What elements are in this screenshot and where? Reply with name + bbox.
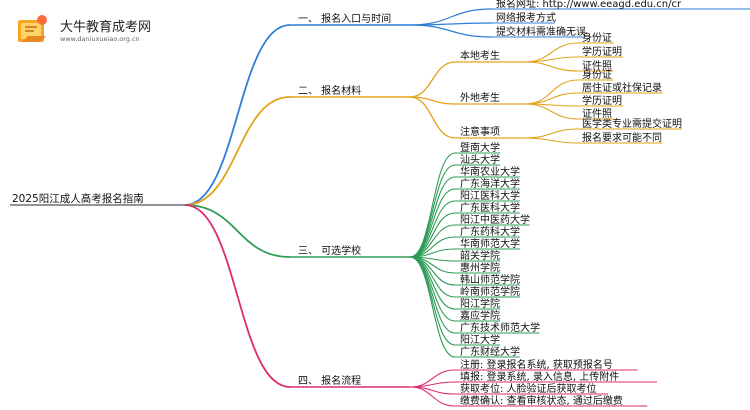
- branch-label: 四、 报名流程: [298, 374, 361, 387]
- leaf-label: 华南师范大学: [460, 237, 520, 250]
- leaf-link: [524, 92, 579, 105]
- leaf-link: [409, 256, 456, 358]
- branch-link: [184, 204, 291, 258]
- leaf-link: [409, 164, 456, 258]
- branch-label: 三、 可选学校: [298, 244, 361, 257]
- branch-label: 一、 报名入口与时间: [298, 12, 391, 25]
- leaf-label: 医学类专业需提交证明: [582, 117, 682, 130]
- leaf-label: 岭南师范学院: [460, 285, 520, 298]
- logo-name: 大牛教育成考网: [60, 20, 152, 35]
- leaf-label: 报名要求可能不同: [582, 131, 662, 144]
- leaf-label: 提交材料需准确无误: [496, 25, 586, 38]
- leaf-label: 缴费确认: 查看审核状态, 通过后缴费: [460, 394, 623, 407]
- branch-link: [184, 96, 291, 206]
- leaf-label: 注册: 登录报名系统, 获取预报名号: [460, 358, 613, 371]
- leaf-link: [524, 103, 579, 120]
- leaf-label: 惠州学院: [460, 261, 500, 274]
- sub-link: [409, 96, 456, 139]
- leaf-link: [524, 56, 579, 63]
- leaf-label: 学历证明: [582, 94, 622, 107]
- leaf-link: [409, 256, 456, 322]
- leaf-label: 广东财经大学: [460, 345, 520, 358]
- leaf-label: 证件照: [582, 108, 612, 120]
- book-logo-icon: [18, 15, 47, 42]
- sub-label: 注意事项: [460, 125, 500, 138]
- sub-link: [409, 61, 456, 98]
- leaf-link: [409, 212, 456, 258]
- leaf-label: 韶关学院: [460, 249, 500, 262]
- sub-label: 本地考生: [460, 49, 500, 62]
- leaf-label: 嘉应学院: [460, 309, 500, 322]
- leaf-label: 韩山师范学院: [460, 273, 520, 286]
- leaf-link: [409, 381, 456, 388]
- leaf-label: 暨南大学: [460, 141, 500, 154]
- leaf-label: 阳江大学: [460, 333, 500, 346]
- leaf-label: 广东技术师范大学: [460, 321, 540, 334]
- leaf-link: [409, 386, 456, 407]
- leaf-label: 获取考位: 人脸验证后获取考位: [460, 382, 597, 395]
- branch-label: 二、 报名材料: [298, 84, 361, 97]
- leaf-label: 学历证明: [582, 45, 622, 58]
- branch-link: [184, 204, 291, 388]
- leaf-label: 网络报考方式: [496, 11, 556, 24]
- leaf-label: 填报: 登录系统, 录入信息, 上传附件: [460, 370, 619, 383]
- leaf-label: 居住证或社保记录: [582, 81, 662, 94]
- leaf-label: 汕头大学: [460, 153, 500, 166]
- leaf-link: [524, 137, 579, 144]
- leaf-label: 证件照: [582, 60, 612, 72]
- leaf-label: 华南农业大学: [460, 165, 520, 178]
- leaf-label: 阳江学院: [460, 297, 500, 310]
- leaf-link: [524, 61, 579, 72]
- leaf-label: 身份证: [582, 68, 612, 81]
- leaf-link: [524, 128, 579, 139]
- logo-url: www.daniuxueiao.org.cn: [60, 35, 140, 43]
- leaf-label: 身份证: [582, 31, 612, 44]
- branch-link: [184, 24, 291, 206]
- leaf-label: 阳江医科大学: [460, 189, 520, 202]
- leaf-label: 报名网址: http://www.eeagd.edu.cn/cr: [496, 0, 682, 10]
- leaf-label: 阳江中医药大学: [460, 213, 530, 226]
- leaf-link: [409, 176, 456, 258]
- leaf-label: 广东医科大学: [460, 201, 520, 214]
- sub-label: 外地考生: [460, 91, 500, 104]
- leaf-link: [409, 152, 456, 258]
- site-logo[interactable]: 大牛教育成考网 www.daniuxueiao.org.cn: [8, 12, 198, 50]
- leaf-link: [409, 24, 493, 38]
- leaf-label: 广东海洋大学: [460, 177, 520, 190]
- leaf-link: [409, 256, 456, 298]
- root-node: 2025阳江成人高考报名指南: [12, 192, 144, 205]
- leaf-link: [524, 79, 579, 105]
- leaf-label: 广东药科大学: [460, 225, 520, 238]
